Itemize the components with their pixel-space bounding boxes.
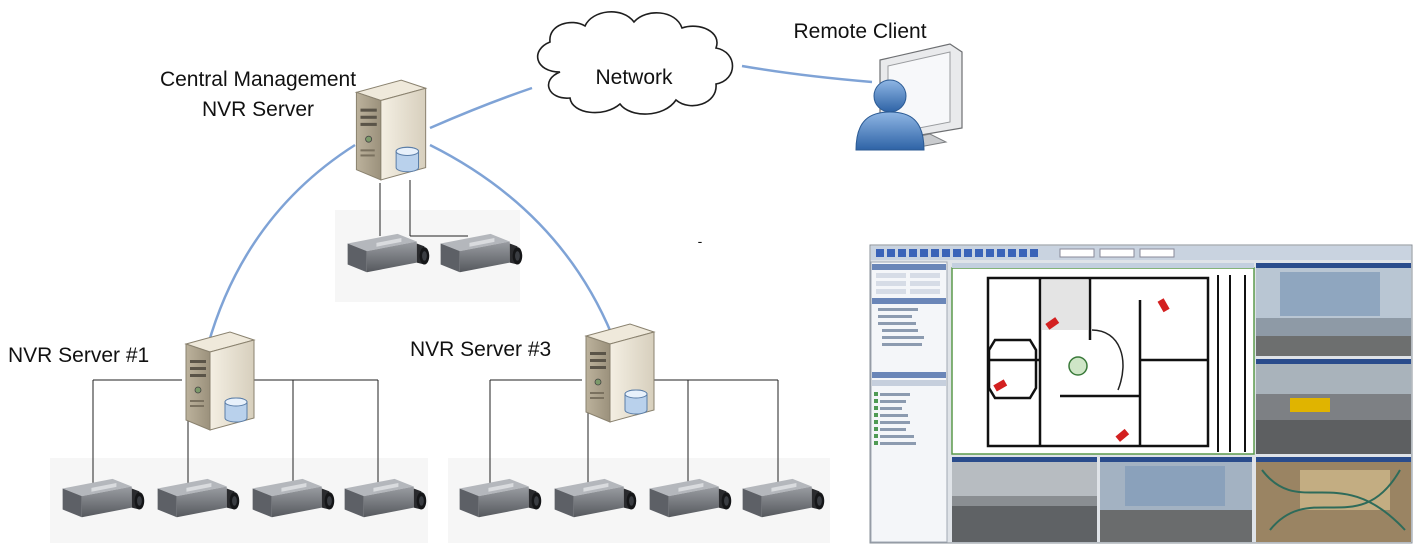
stray-mark: -	[698, 233, 703, 249]
remote-client-icon	[855, 43, 963, 151]
central-server-icon	[355, 79, 427, 181]
central-label-line1: Central Management	[160, 68, 356, 91]
network-links	[206, 64, 873, 346]
link-central-to-network	[429, 86, 533, 130]
link-central-to-nvr3	[429, 143, 614, 336]
nvr1-label: NVR Server #1	[8, 344, 149, 367]
link-network-to-client	[741, 64, 873, 84]
nvr3-server-icon	[585, 323, 655, 423]
network-label: Network	[595, 66, 673, 89]
remote-client-label: Remote Client	[793, 20, 926, 43]
nvr-software-screenshot	[869, 244, 1413, 544]
cloud-icon	[536, 11, 734, 115]
central-label-line2: NVR Server	[202, 98, 314, 121]
nvr3-label: NVR Server #3	[410, 338, 551, 361]
link-central-to-nvr1	[206, 143, 356, 346]
nvr1-server-icon	[185, 331, 255, 431]
